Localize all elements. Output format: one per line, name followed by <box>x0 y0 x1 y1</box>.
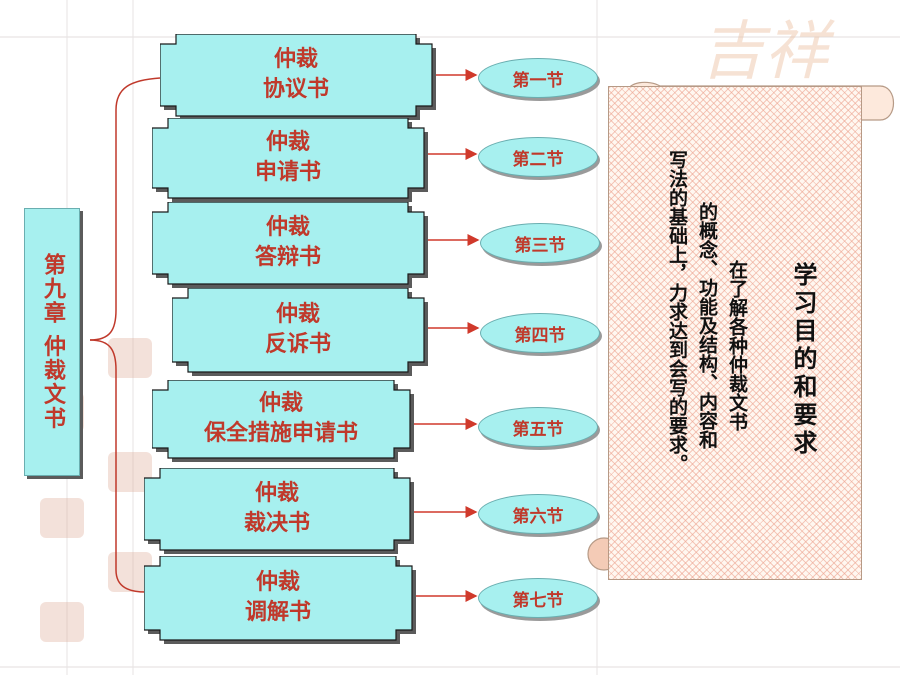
bracket-connector <box>89 77 161 341</box>
section-2-oval: 第二节 <box>478 137 598 177</box>
section-1-oval: 第一节 <box>478 58 598 98</box>
section-4-oval: 第四节 <box>480 313 600 353</box>
doc-label-line2: 调解书 <box>244 600 311 625</box>
doc-label-line1: 仲裁 <box>254 481 299 506</box>
scroll-text-line: 在了解各种仲裁文书 <box>726 260 748 431</box>
doc-label-line1: 仲裁 <box>273 47 318 72</box>
doc-label-line1: 仲裁 <box>255 570 300 595</box>
doc-label-line2: 申请书 <box>254 160 321 185</box>
doc-box-mediation: 仲裁 调解书 <box>144 556 416 644</box>
seal-icon <box>40 498 84 538</box>
scroll-title: 学习目的和要求 <box>789 262 817 458</box>
chapter-title: 第九章 仲裁文书 <box>40 253 65 431</box>
section-3-oval: 第三节 <box>480 223 600 263</box>
section-5-oval: 第五节 <box>478 407 598 447</box>
doc-box-defense: 仲裁 答辩书 <box>152 202 428 288</box>
doc-label-line1: 仲裁 <box>275 302 320 327</box>
doc-label-line1: 仲裁 <box>265 130 310 155</box>
section-label: 第二节 <box>512 149 564 170</box>
doc-label-line1: 仲裁 <box>258 391 303 416</box>
chapter-box: 第九章 仲裁文书 <box>24 208 80 476</box>
doc-label-line1: 仲裁 <box>265 215 310 240</box>
doc-box-agreement: 仲裁 协议书 <box>160 34 436 120</box>
doc-label-line2: 协议书 <box>262 77 329 102</box>
scroll-text-line: 的概念、功能及结构、内容和 <box>696 202 718 449</box>
doc-label-line2: 反诉书 <box>264 332 331 357</box>
scroll-body <box>608 86 862 580</box>
watermark-logo: 吉祥 <box>700 15 828 89</box>
doc-label-line2: 答辩书 <box>254 245 321 270</box>
doc-box-counterclaim: 仲裁 反诉书 <box>172 288 428 376</box>
scroll-text-line: 写法的基础上，力求达到会写的要求。 <box>666 150 688 473</box>
doc-label-line2: 裁决书 <box>243 511 310 536</box>
doc-box-preservation: 仲裁 保全措施申请书 <box>152 380 414 462</box>
bracket-connector <box>89 339 147 593</box>
section-label: 第六节 <box>512 506 564 527</box>
section-label: 第一节 <box>512 70 564 91</box>
section-label: 第三节 <box>514 235 566 256</box>
section-label: 第七节 <box>512 590 564 611</box>
section-label: 第四节 <box>514 325 566 346</box>
seal-icon <box>40 602 84 642</box>
section-label: 第五节 <box>512 419 564 440</box>
section-6-oval: 第六节 <box>478 494 598 534</box>
doc-box-award: 仲裁 裁决书 <box>144 468 414 554</box>
doc-box-application: 仲裁 申请书 <box>152 118 428 202</box>
section-7-oval: 第七节 <box>478 578 598 618</box>
doc-label-line2: 保全措施申请书 <box>203 421 358 446</box>
